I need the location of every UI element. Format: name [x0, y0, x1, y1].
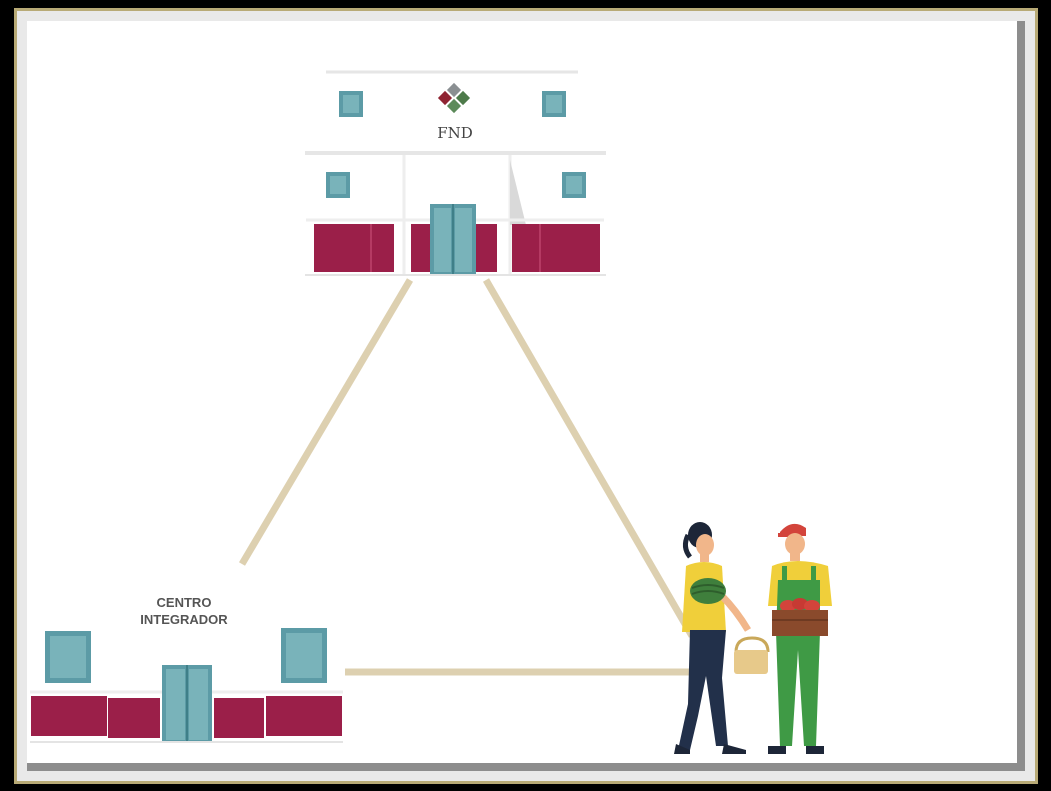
fnd-wall-left	[314, 224, 394, 272]
centro-wall-left	[31, 696, 107, 736]
producer-man-figure	[768, 523, 832, 754]
fnd-label: FND	[437, 124, 473, 142]
centro-wall-right	[266, 696, 342, 736]
crate-icon	[772, 610, 828, 636]
producer-woman-figure	[674, 522, 770, 754]
basket-icon	[734, 650, 768, 674]
connector-lines	[238, 278, 696, 676]
red-cap-icon	[780, 523, 806, 536]
centro-label-line1: CENTRO	[157, 595, 212, 610]
fnd-wall-right	[512, 224, 600, 272]
fnd-building: FND	[305, 70, 606, 276]
connector-fnd-to-producers	[482, 278, 696, 638]
connector-fnd-to-centro	[238, 278, 414, 566]
centro-label-line2: INTEGRADOR	[140, 612, 228, 627]
centro-integrador-building: CENTRO INTEGRADOR	[30, 595, 343, 743]
fnd-logo-icon	[437, 82, 471, 114]
